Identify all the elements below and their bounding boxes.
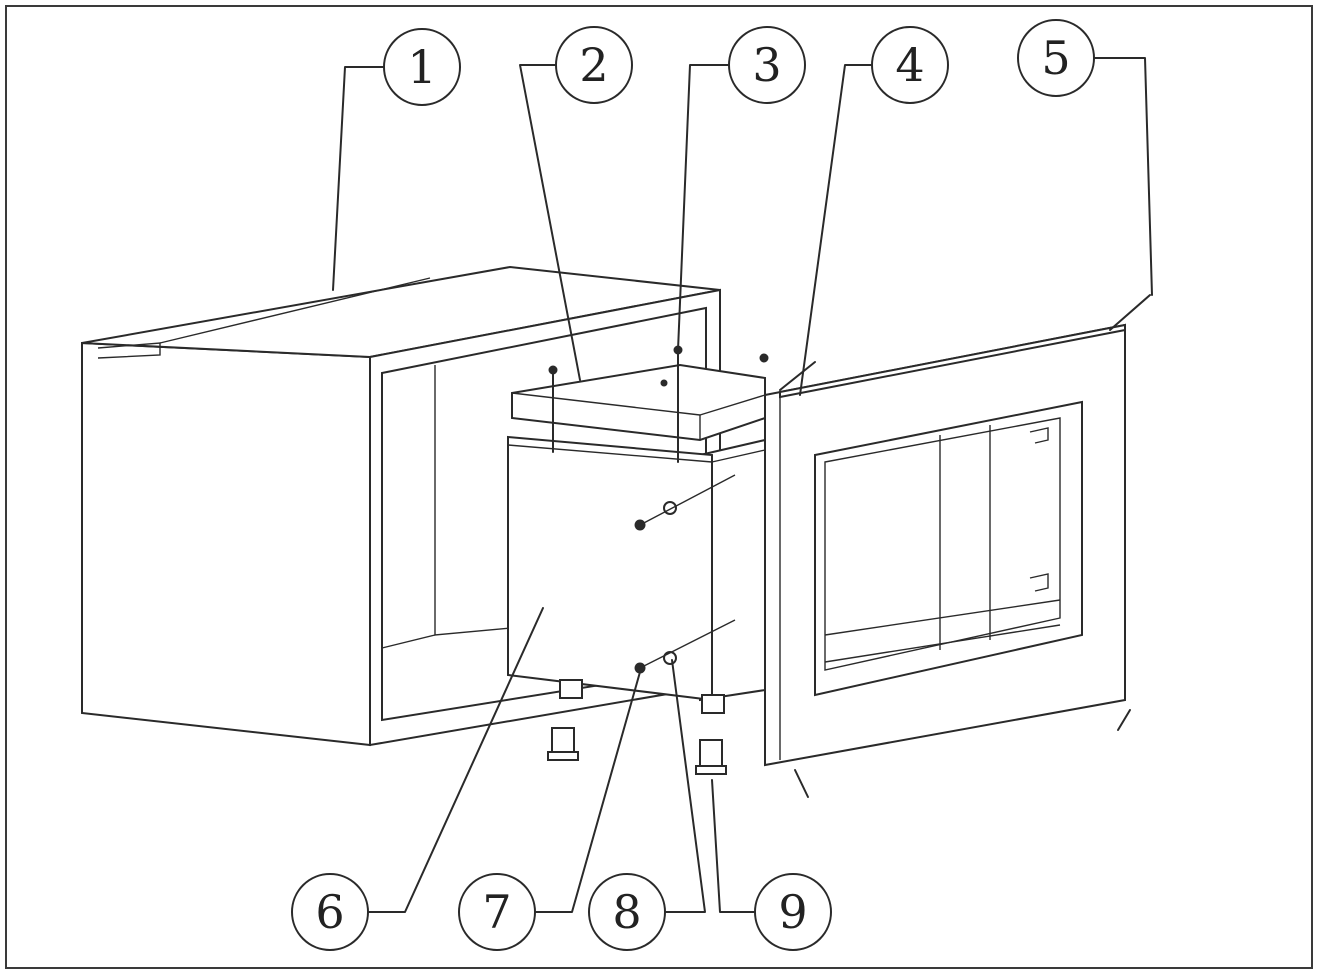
callout-5: 5	[1017, 19, 1095, 97]
trim-frame	[764, 323, 1126, 767]
callout-label-2: 2	[579, 38, 608, 92]
callout-3: 3	[728, 26, 806, 104]
callout-7: 7	[458, 873, 536, 951]
feet	[547, 727, 727, 775]
callout-label-4: 4	[895, 38, 924, 92]
leader-lines	[332, 57, 1153, 913]
callout-label-7: 7	[482, 885, 511, 939]
callout-8: 8	[588, 873, 666, 951]
microwave	[507, 363, 766, 714]
callout-label-1: 1	[407, 40, 436, 94]
callout-label-6: 6	[315, 885, 344, 939]
callout-label-9: 9	[778, 885, 807, 939]
callout-label-5: 5	[1041, 31, 1070, 85]
diagram-border	[5, 5, 1313, 969]
callout-6: 6	[291, 873, 369, 951]
callout-label-8: 8	[612, 885, 641, 939]
callout-label-3: 3	[752, 38, 781, 92]
callout-1: 1	[383, 28, 461, 106]
callout-4: 4	[871, 26, 949, 104]
screws	[548, 294, 1151, 798]
callout-2: 2	[555, 26, 633, 104]
callout-9: 9	[754, 873, 832, 951]
